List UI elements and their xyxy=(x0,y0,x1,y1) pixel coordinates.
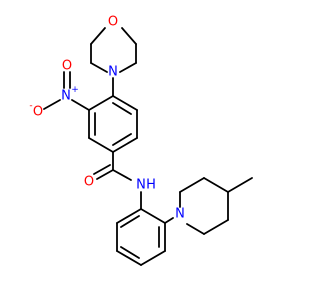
bond xyxy=(179,177,205,193)
atom-N-morpholine: N xyxy=(108,65,118,80)
bond xyxy=(112,95,138,111)
bond xyxy=(140,250,166,266)
bond xyxy=(120,246,140,259)
bond xyxy=(227,177,253,193)
atom-label: O xyxy=(62,59,72,74)
atom-O-amide: O xyxy=(84,175,94,190)
bond xyxy=(120,215,140,228)
bond xyxy=(203,219,229,235)
charge-minus: - xyxy=(29,101,32,111)
bond xyxy=(116,208,142,224)
bond xyxy=(203,177,229,193)
molecule-diagram: O N O - N + O O N H N xyxy=(29,15,253,266)
bond xyxy=(88,95,114,111)
bond xyxy=(164,217,174,224)
bond xyxy=(119,62,137,73)
atom-label-h: H xyxy=(146,178,156,193)
bond xyxy=(93,164,111,175)
bond xyxy=(186,223,205,235)
atom-N-piperidine: N xyxy=(175,207,185,222)
bonds xyxy=(43,27,253,266)
bond xyxy=(140,208,166,224)
atom-label: O xyxy=(84,175,94,190)
atom-label: N xyxy=(136,178,146,193)
atom-label: O xyxy=(108,15,118,30)
atom-label: O xyxy=(33,105,43,120)
atom-O-morpholine: O xyxy=(108,15,118,30)
atom-labels: O N O - N + O O N H N xyxy=(29,15,184,222)
atom-label: N xyxy=(175,207,185,222)
atom-O-nitro: O xyxy=(62,59,72,74)
bond xyxy=(112,137,138,153)
bond xyxy=(121,27,137,45)
bond xyxy=(90,62,108,73)
atom-label: N xyxy=(61,89,71,104)
bond xyxy=(71,99,90,111)
bond xyxy=(88,137,114,153)
bond xyxy=(116,250,142,266)
charge-plus: + xyxy=(71,85,79,95)
atom-O-nitro-minus: O - xyxy=(29,101,43,120)
bond xyxy=(112,169,132,181)
atom-N-amide: N H xyxy=(136,178,156,193)
bond xyxy=(112,133,132,146)
bond xyxy=(43,99,61,110)
atom-label: N xyxy=(108,65,118,80)
bond xyxy=(96,169,114,180)
atom-N-nitro: N + xyxy=(61,85,79,104)
bond xyxy=(112,102,132,115)
bond xyxy=(90,27,106,45)
